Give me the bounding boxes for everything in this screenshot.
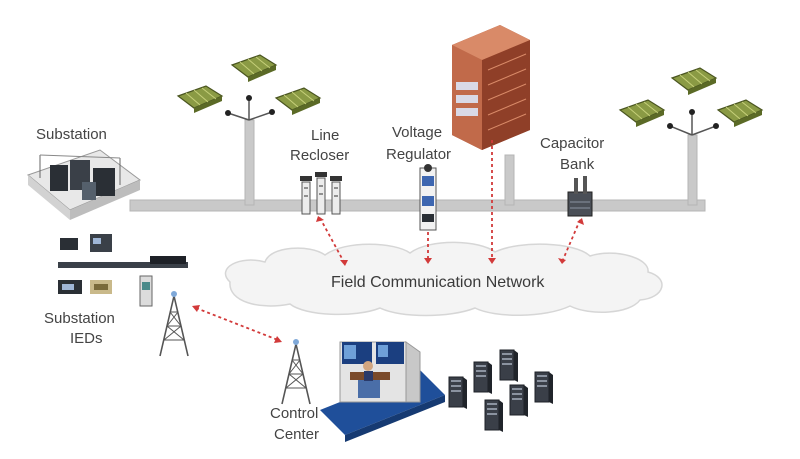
radio-tower-icon — [159, 290, 189, 357]
capacitor-bank-label-1: Capacitor — [540, 135, 604, 152]
substation-ieds-label-1: Substation — [44, 310, 115, 327]
field-network-label: Field Communication Network — [331, 274, 545, 291]
radio-tower-icon — [281, 338, 311, 405]
voltage-regulator-label-2: Regulator — [386, 146, 451, 163]
link-arrowheads — [192, 216, 584, 343]
line-recloser-label-2: Recloser — [290, 147, 349, 164]
voltage-regulator-label-1: Voltage — [392, 124, 442, 141]
solar-panel-icon — [619, 67, 763, 136]
communication-links — [195, 140, 581, 341]
capacitor-bank-icon — [567, 176, 593, 217]
ied-devices-icon — [58, 234, 188, 307]
capacitor-bank-label-2: Bank — [560, 156, 595, 173]
control-center-label-2: Center — [274, 426, 319, 443]
field-network-cloud: Field Communication Network — [224, 241, 663, 317]
voltage-regulator-icon — [419, 164, 437, 231]
server-rack-icon — [448, 349, 554, 433]
solar-panel-icon — [177, 54, 321, 121]
substation-ieds-label-2: IEDs — [70, 330, 103, 347]
substation-icon — [27, 149, 141, 220]
line-recloser-label-1: Line — [311, 127, 339, 144]
substation-label: Substation — [36, 126, 107, 143]
control-room-icon — [320, 341, 445, 442]
control-center-label-1: Control — [270, 405, 318, 422]
office-building-icon — [452, 25, 530, 150]
recloser-icon — [300, 172, 342, 215]
